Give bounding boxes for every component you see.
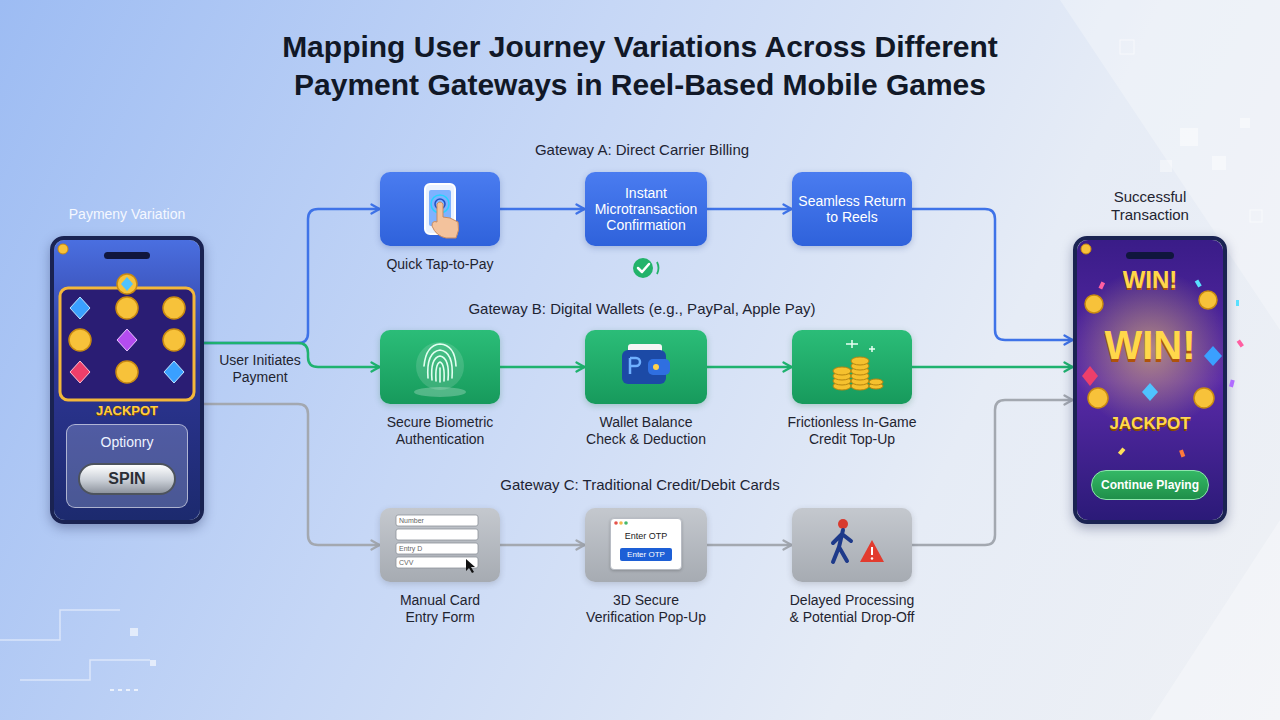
node-text: Enter OTP <box>620 548 672 561</box>
payment-step: Delayed Processing & Potential Drop-Off <box>792 508 912 582</box>
flow-connector <box>204 343 380 367</box>
flow-connector <box>912 209 1073 340</box>
node-text: Manual Card Entry Form <box>385 592 495 626</box>
phone-frame: Paymeny VariationOptionrySPIN <box>50 236 204 524</box>
gateway-heading: Gateway C: Traditional Credit/Debit Card… <box>420 476 860 493</box>
options-panel: OptionrySPIN <box>66 424 188 508</box>
flow-connector <box>500 208 585 211</box>
node-text: SPIN <box>80 465 174 493</box>
slot-reels <box>58 244 194 400</box>
coin-stack-icon <box>833 340 883 390</box>
flow-connector <box>500 366 585 369</box>
node-text: Enter OTP <box>611 531 681 542</box>
node-text: Seamless Return to Reels <box>792 193 912 225</box>
jackpot-text: JACKPOT <box>1077 414 1223 434</box>
node-text: Paymeny Variation <box>30 206 224 223</box>
confirmation-check <box>633 258 659 278</box>
card-form-fields <box>396 515 478 573</box>
wallet-icon <box>622 344 670 384</box>
node-text: Delayed Processing & Potential Drop-Off <box>786 592 918 626</box>
flow-connector <box>707 366 792 369</box>
flow-note: User Initiates Payment <box>212 352 308 386</box>
flow-connector <box>500 544 585 547</box>
diagram-title: Mapping User Journey Variations Across D… <box>230 28 1050 104</box>
fingerprint-icon <box>414 342 466 397</box>
node-text: Optionry <box>67 434 187 450</box>
payment-step: Quick Tap-to-Pay <box>380 172 500 246</box>
payment-step: Secure Biometric Authentication <box>380 330 500 404</box>
payment-step: Frictionless In-Game Credit Top-Up <box>792 330 912 404</box>
jackpot-text: JACKPOT <box>54 403 200 418</box>
flow-connector <box>204 209 380 343</box>
gateway-heading: Gateway B: Digital Wallets (e.g., PayPal… <box>380 300 904 317</box>
spin-button: SPIN <box>78 463 176 495</box>
node-text: Frictionless In-Game Credit Top-Up <box>786 414 919 448</box>
node-text: Successful Transaction <box>1090 188 1210 224</box>
payment-step: Wallet Balance Check & Deduction <box>585 330 707 404</box>
node-text: Quick Tap-to-Pay <box>365 256 515 273</box>
flow-connector <box>912 366 1073 369</box>
drop-off-icon <box>833 519 884 562</box>
flow-connector <box>707 544 792 547</box>
payment-step: 3D Secure Verification Pop-UpEnter OTPEn… <box>585 508 707 582</box>
payment-step: Manual Card Entry Form <box>380 508 500 582</box>
node-text: 3D Secure Verification Pop-Up <box>581 592 711 626</box>
node-text: Continue Playing <box>1092 471 1208 499</box>
payment-step: Instant Microtransaction Confirmation <box>585 172 707 246</box>
node-text: Secure Biometric Authentication <box>365 414 515 448</box>
phone-screen <box>1070 240 1230 520</box>
gateway-heading: Gateway A: Direct Carrier Billing <box>430 141 854 158</box>
otp-popup: Enter OTP Enter OTP <box>610 518 682 570</box>
flow-connector <box>707 208 792 211</box>
phone-screen <box>54 240 200 520</box>
payment-step: Seamless Return to Reels <box>792 172 912 246</box>
continue-button: Continue Playing <box>1091 470 1209 500</box>
flow-connector <box>912 400 1073 545</box>
win-celebration <box>1081 244 1244 457</box>
win-text: WIN! <box>1077 266 1223 294</box>
node-text: Instant Microtransaction Confirmation <box>585 185 707 233</box>
win-text: WIN! <box>1077 322 1223 368</box>
window-dots <box>614 521 628 525</box>
phone-frame: Successful TransactionContinue Playing <box>1073 236 1227 524</box>
node-text: Wallet Balance Check & Deduction <box>579 414 713 448</box>
tap-to-pay-icon <box>425 184 459 238</box>
flow-connector <box>204 404 380 545</box>
